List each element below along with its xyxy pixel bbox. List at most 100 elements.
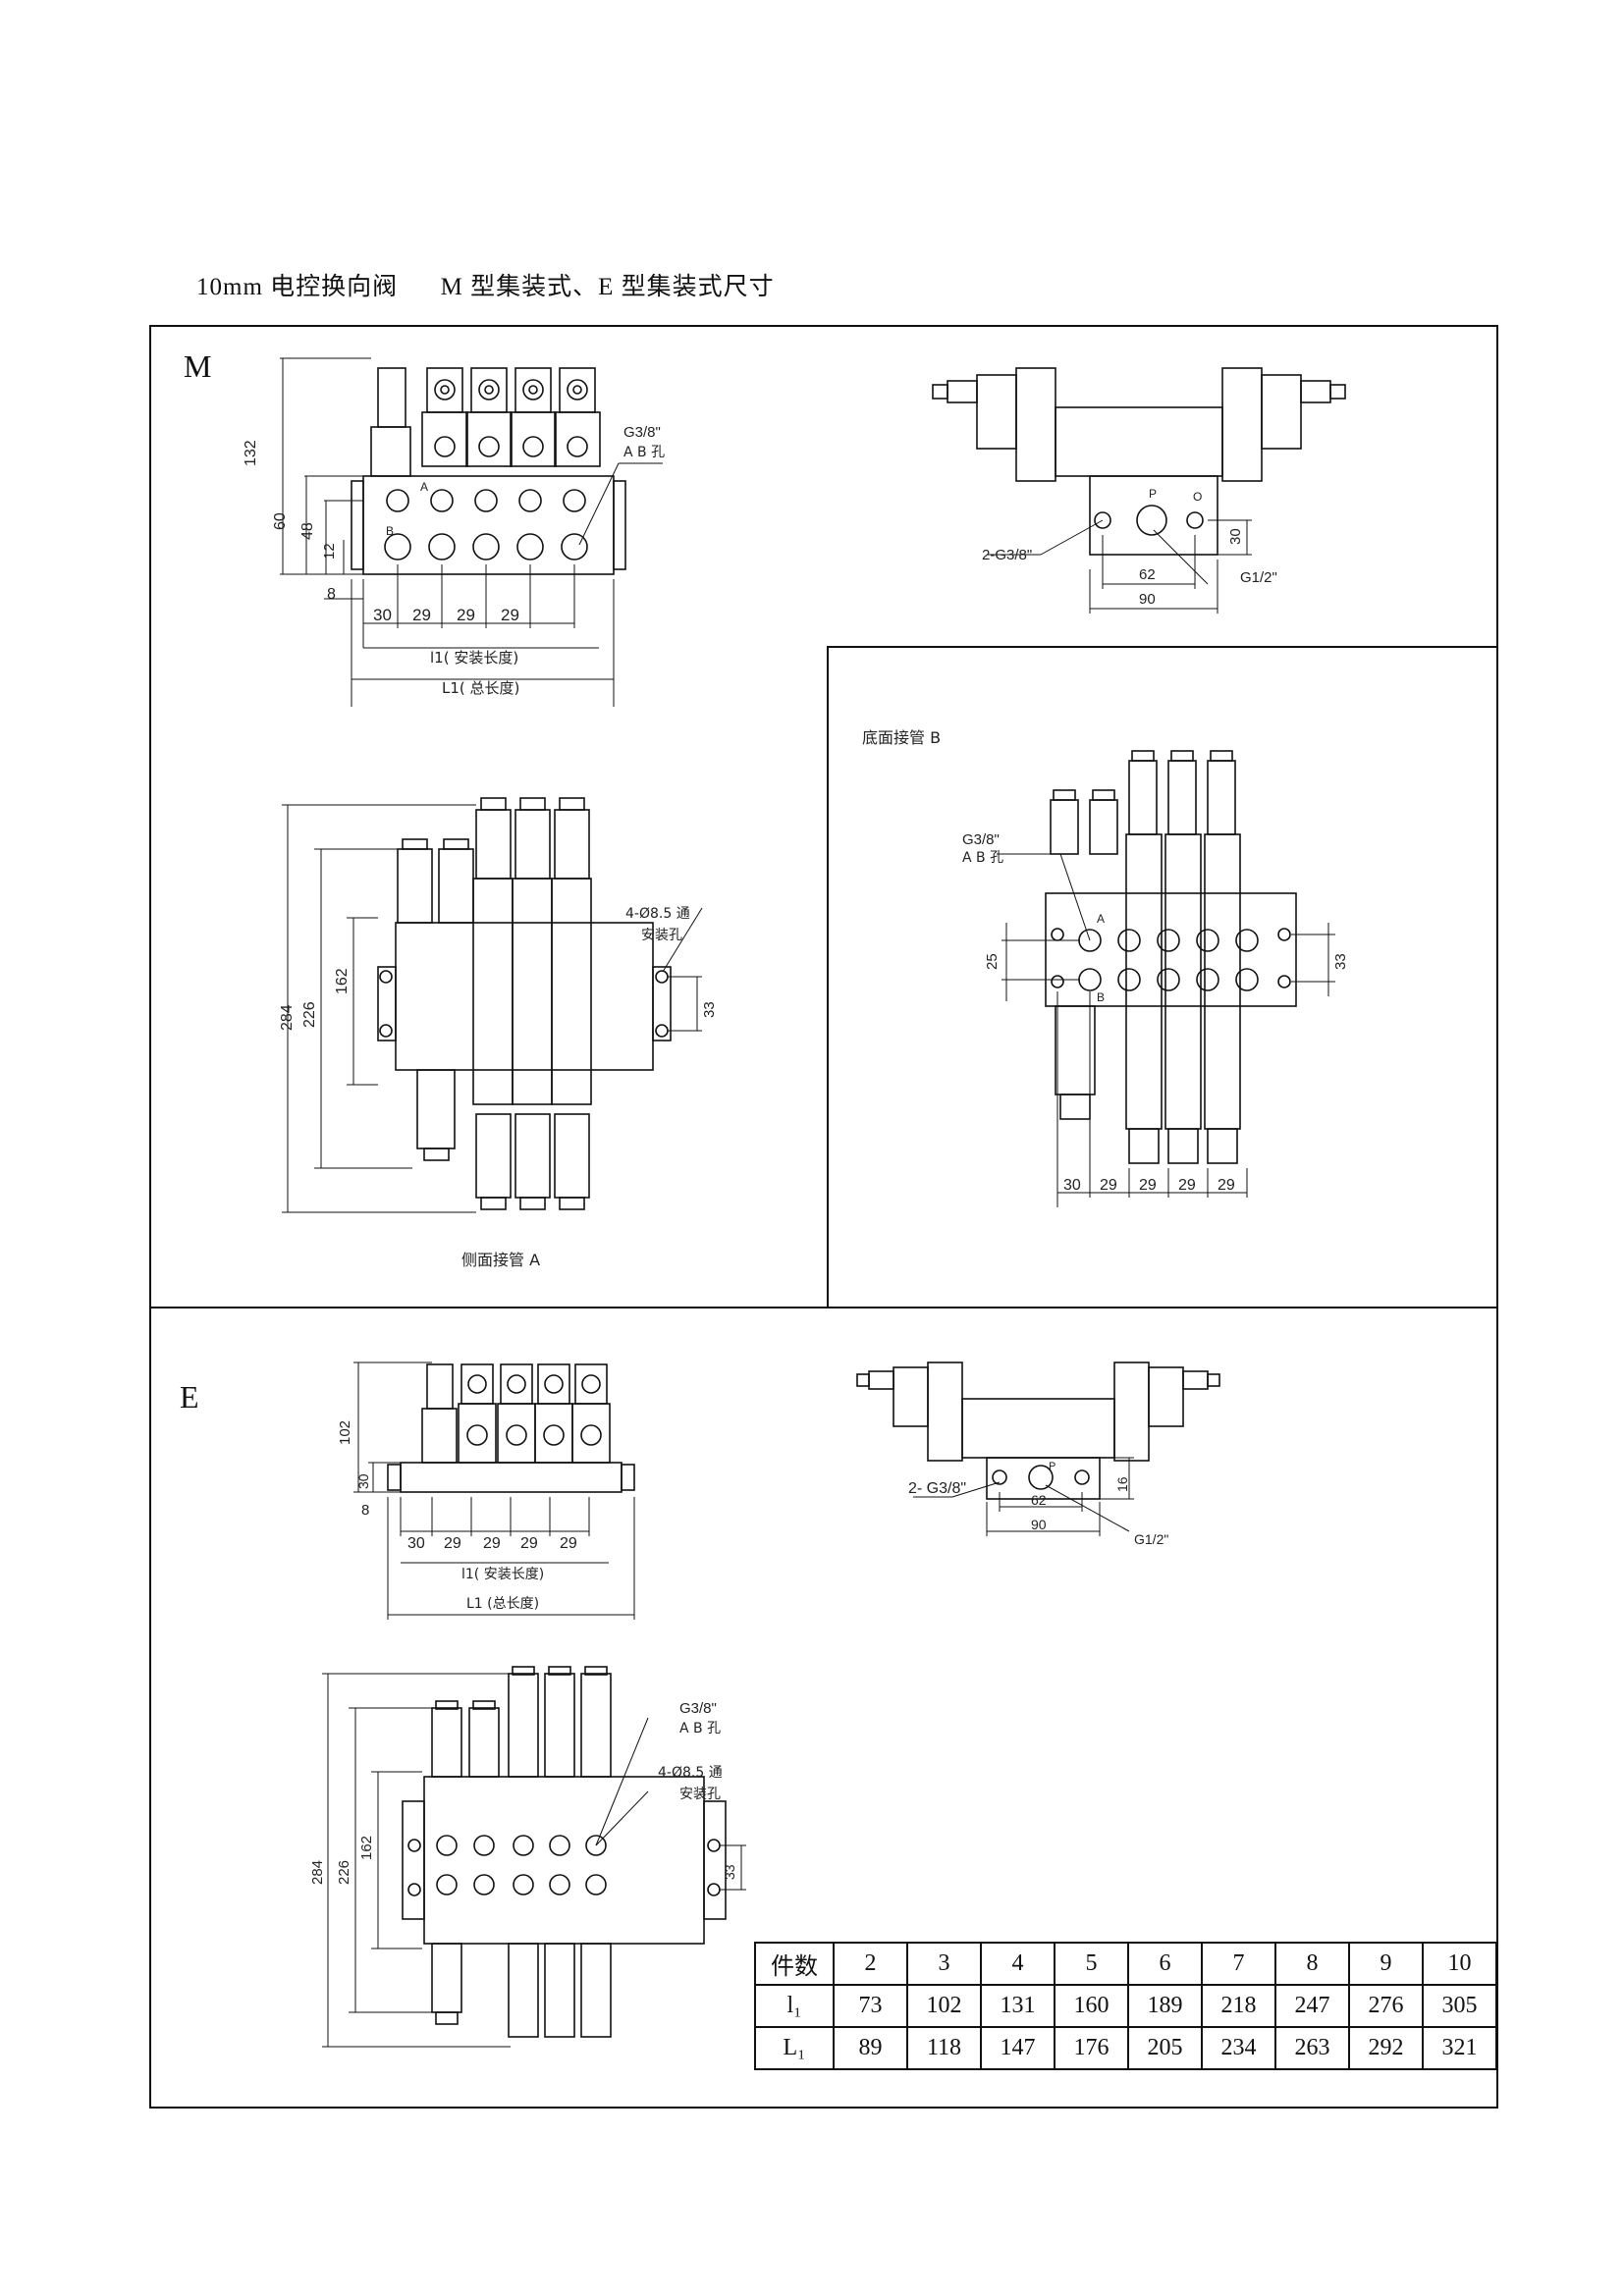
e-dim-102: 102 xyxy=(337,1420,353,1445)
table-cell: 5 xyxy=(1054,1942,1129,1986)
m-pitch-0: 30 xyxy=(373,606,392,624)
m-port-label: G3/8" xyxy=(623,424,661,441)
e-top-33: 33 xyxy=(722,1864,737,1880)
section-divider xyxy=(149,1307,1498,1309)
table-cell: 276 xyxy=(1348,1984,1424,2028)
e-side-16: 16 xyxy=(1114,1476,1130,1492)
e-pitch-2: 29 xyxy=(483,1535,501,1552)
m-bp-pitch-0: 30 xyxy=(1063,1177,1081,1194)
table-row: 件数 2 3 4 5 6 7 8 9 10 xyxy=(754,1942,1497,1986)
table-cell: 2 xyxy=(833,1942,908,1986)
m-side-p: P xyxy=(1149,487,1157,501)
m-bp-pitch-1: 29 xyxy=(1100,1177,1117,1194)
table-cell: 10 xyxy=(1422,1942,1497,1986)
m-dim-132: 132 xyxy=(243,440,259,466)
m-L1-label: L1( 总长度) xyxy=(442,679,519,697)
table-row: L₁ 89 118 147 176 205 234 263 292 321 xyxy=(754,2026,1497,2070)
m-sp-hole: 4-Ø8.5 通 xyxy=(625,906,690,922)
m-label-a: A xyxy=(420,480,428,494)
table-cell: 3 xyxy=(906,1942,982,1986)
e-top-port: G3/8" xyxy=(679,1700,717,1717)
table-cell: 131 xyxy=(980,1984,1056,2028)
m-side-30: 30 xyxy=(1227,528,1244,545)
m-pitch-2: 29 xyxy=(457,606,475,624)
table-cell: 118 xyxy=(906,2026,982,2070)
table-cell: 305 xyxy=(1422,1984,1497,2028)
m-side-pipe-view: 284 226 162 4-Ø8.5 通 安装孔 33 xyxy=(279,797,718,1213)
m-bp-pitch-3: 29 xyxy=(1178,1177,1196,1194)
table-cell: 160 xyxy=(1054,1984,1129,2028)
table-cell: 189 xyxy=(1127,1984,1203,2028)
m-port-sub: A B 孔 xyxy=(623,445,665,460)
e-dim-8: 8 xyxy=(361,1502,369,1519)
e-front-view: 102 30 8 30 29 29 29 29 l1( 安装长度) L1 (总长… xyxy=(337,1362,635,1620)
table-cell: 102 xyxy=(906,1984,982,2028)
table-cell: 321 xyxy=(1422,2026,1497,2070)
m-front-view: G3/8" A B 孔 132 60 48 12 8 30 29 29 29 l… xyxy=(243,357,665,707)
m-pitch-3: 29 xyxy=(501,606,519,624)
e-side-g12: G1/2" xyxy=(1134,1531,1168,1547)
e-side-90: 90 xyxy=(1031,1517,1047,1532)
m-bp-a: A xyxy=(1097,912,1105,926)
table-row: l₁ 73 102 131 160 189 218 247 276 305 xyxy=(754,1984,1497,2028)
table-cell: 205 xyxy=(1127,2026,1203,2070)
m-bp-25: 25 xyxy=(984,953,1001,970)
m-side-o: O xyxy=(1193,490,1202,504)
m-side-ports: 2-G3/8" xyxy=(982,547,1032,563)
e-pitch-0: 30 xyxy=(407,1535,425,1552)
m-dim-60: 60 xyxy=(272,512,289,530)
m-sp-162: 162 xyxy=(334,968,351,994)
m-bottom-pipe-view: G3/8" A B 孔 25 33 30 29 29 29 29 A B xyxy=(962,750,1349,1207)
e-side-p: P xyxy=(1049,1461,1056,1472)
m-dim-8: 8 xyxy=(327,586,336,603)
m-bp-pitch-2: 29 xyxy=(1139,1177,1157,1194)
table-cell: 6 xyxy=(1127,1942,1203,1986)
e-l1-label: l1( 安装长度) xyxy=(461,1567,544,1582)
table-cell: 73 xyxy=(833,1984,908,2028)
table-cell: 292 xyxy=(1348,2026,1424,2070)
table-cell: 176 xyxy=(1054,2026,1129,2070)
m-l1-label: l1( 安装长度) xyxy=(430,649,518,667)
m-sp-33: 33 xyxy=(701,1001,718,1018)
m-bp-pitch-4: 29 xyxy=(1218,1177,1235,1194)
table-cell: 218 xyxy=(1201,1984,1276,2028)
m-side-g12: G1/2" xyxy=(1240,569,1277,586)
m-bp-b: B xyxy=(1097,990,1105,1004)
table-cell: 247 xyxy=(1274,1984,1350,2028)
m-dim-12: 12 xyxy=(321,543,338,560)
section-m-letter: M xyxy=(184,348,212,384)
e-top-284: 284 xyxy=(309,1860,326,1885)
e-side-ports: 2- G3/8" xyxy=(908,1480,966,1497)
page-title: 10mm 电控换向阀 M 型集装式、E 型集装式尺寸 xyxy=(196,274,775,300)
table-cell: 4 xyxy=(980,1942,1056,1986)
m-label-b: B xyxy=(386,524,394,538)
m-sp-hole-sub: 安装孔 xyxy=(641,928,682,943)
table-cell: 8 xyxy=(1274,1942,1350,1986)
m-bp-port-sub: A B 孔 xyxy=(962,850,1003,866)
m-side-90: 90 xyxy=(1139,591,1156,608)
e-top-162: 162 xyxy=(358,1836,375,1860)
e-side-62: 62 xyxy=(1031,1492,1047,1508)
e-dim-30: 30 xyxy=(355,1473,371,1489)
table-cell: 件数 xyxy=(754,1942,835,1986)
table-cell: 89 xyxy=(833,2026,908,2070)
section-e-letter: E xyxy=(180,1379,199,1415)
m-side-62: 62 xyxy=(1139,566,1156,583)
m-bp-port: G3/8" xyxy=(962,831,1000,848)
table-cell: l₁ xyxy=(754,1984,835,2028)
e-pitch-1: 29 xyxy=(444,1535,461,1552)
table-cell: 7 xyxy=(1201,1942,1276,1986)
e-pitch-4: 29 xyxy=(560,1535,577,1552)
bottom-pipe-panel xyxy=(827,646,1498,1308)
m-bp-33: 33 xyxy=(1332,953,1349,970)
m-side-pipe-caption: 侧面接管 A xyxy=(461,1251,541,1269)
table-cell: 9 xyxy=(1348,1942,1424,1986)
e-top-hole-sub: 安装孔 xyxy=(679,1787,721,1802)
e-top-port-sub: A B 孔 xyxy=(679,1721,721,1736)
e-L1-label: L1 (总长度) xyxy=(466,1596,539,1612)
m-sp-226: 226 xyxy=(301,1001,318,1028)
table-cell: 147 xyxy=(980,2026,1056,2070)
m-dim-48: 48 xyxy=(299,522,316,540)
dimension-table: 件数 2 3 4 5 6 7 8 9 10 l₁ 73 102 131 160 … xyxy=(754,1942,1497,2070)
e-pitch-3: 29 xyxy=(520,1535,538,1552)
